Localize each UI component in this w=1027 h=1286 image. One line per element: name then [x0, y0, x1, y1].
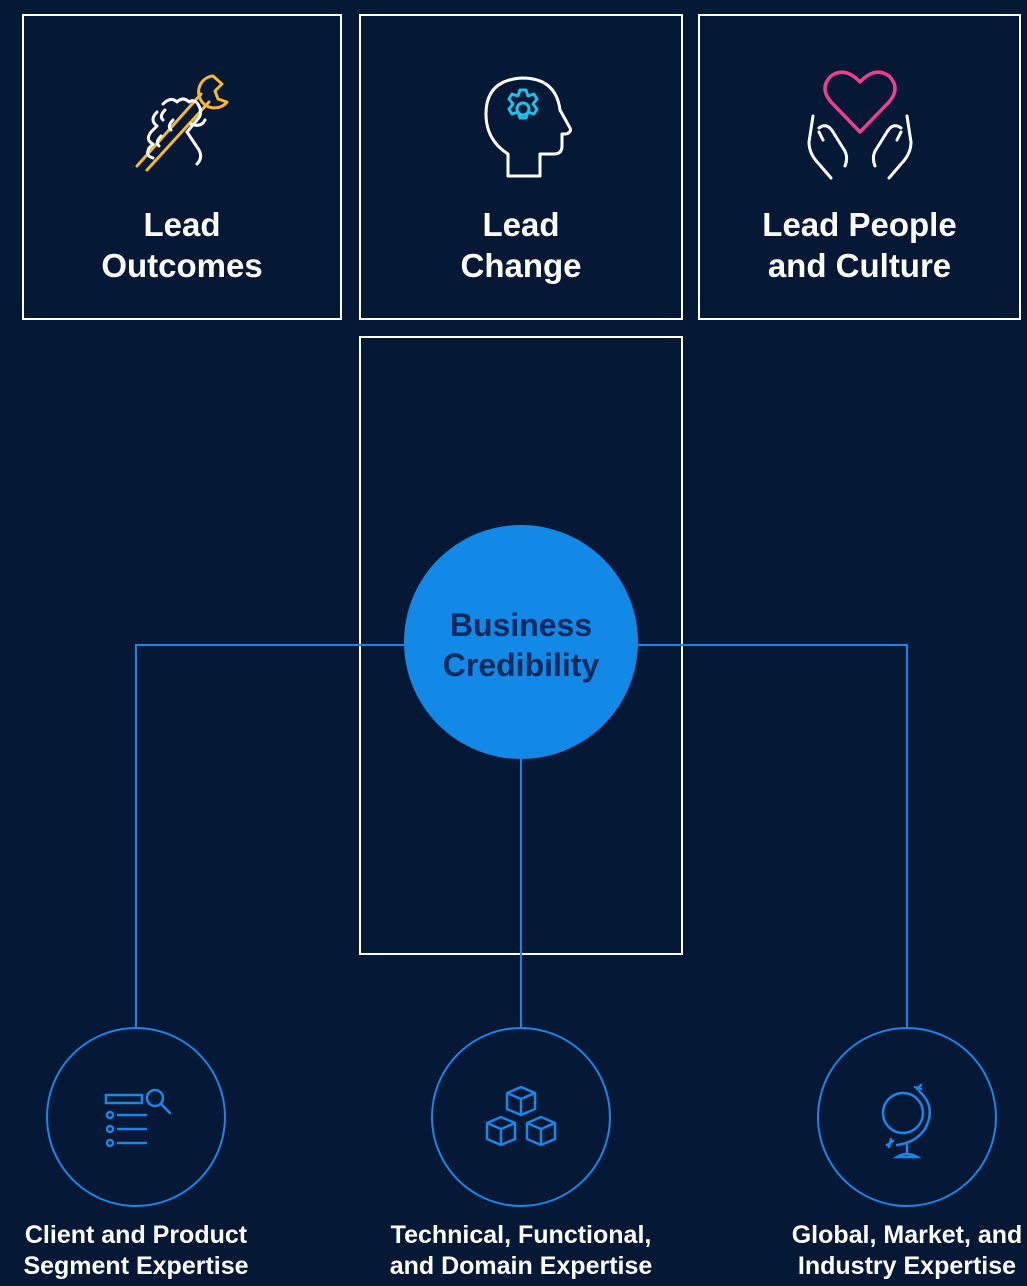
wrench-in-hand-icon — [135, 74, 229, 172]
label-line-2: Change — [460, 247, 582, 284]
head-gear-icon — [484, 76, 572, 178]
list-search-icon — [104, 1088, 172, 1148]
hub-label-line-1: Business — [449, 607, 593, 643]
label-line-2: and Culture — [767, 247, 952, 284]
client-product-caption: Client and Product Segment Expertise — [0, 1220, 316, 1282]
caption-line-1: Global, Market, and — [791, 1221, 1023, 1249]
lead-people-culture-box: Lead People and Culture — [698, 14, 1021, 320]
globe-icon — [881, 1083, 932, 1159]
technical-functional-caption: Technical, Functional, and Domain Expert… — [341, 1220, 701, 1282]
caption-line-2: Industry Expertise — [797, 1252, 1017, 1280]
lead-people-culture-label: Lead People and Culture — [700, 204, 1019, 286]
lead-change-label: Lead Change — [361, 204, 681, 286]
business-credibility-hub: Business Credibility — [404, 525, 638, 759]
lead-outcomes-box: Lead Outcomes — [22, 14, 342, 320]
global-market-caption: Global, Market, and Industry Expertise — [727, 1220, 1027, 1282]
caption-line-1: Technical, Functional, — [390, 1221, 652, 1249]
hub-label-line-2: Credibility — [442, 647, 600, 683]
label-line-1: Lead People — [762, 206, 957, 243]
caption-line-2: Segment Expertise — [23, 1252, 249, 1280]
client-product-leaf — [46, 1027, 226, 1207]
lead-outcomes-label: Lead Outcomes — [24, 204, 340, 286]
label-line-1: Lead — [143, 206, 221, 243]
hands-heart-icon — [807, 70, 912, 180]
global-market-leaf — [817, 1027, 997, 1207]
stacked-cubes-icon — [485, 1085, 557, 1147]
caption-line-2: and Domain Expertise — [389, 1252, 653, 1280]
caption-line-1: Client and Product — [24, 1221, 248, 1249]
label-line-1: Lead — [482, 206, 560, 243]
lead-change-box: Lead Change — [359, 14, 683, 320]
connector-right — [638, 644, 908, 1027]
label-line-2: Outcomes — [101, 247, 263, 284]
hub-label: Business Credibility — [404, 605, 638, 685]
technical-functional-leaf — [431, 1027, 611, 1207]
connector-left — [135, 644, 404, 1027]
